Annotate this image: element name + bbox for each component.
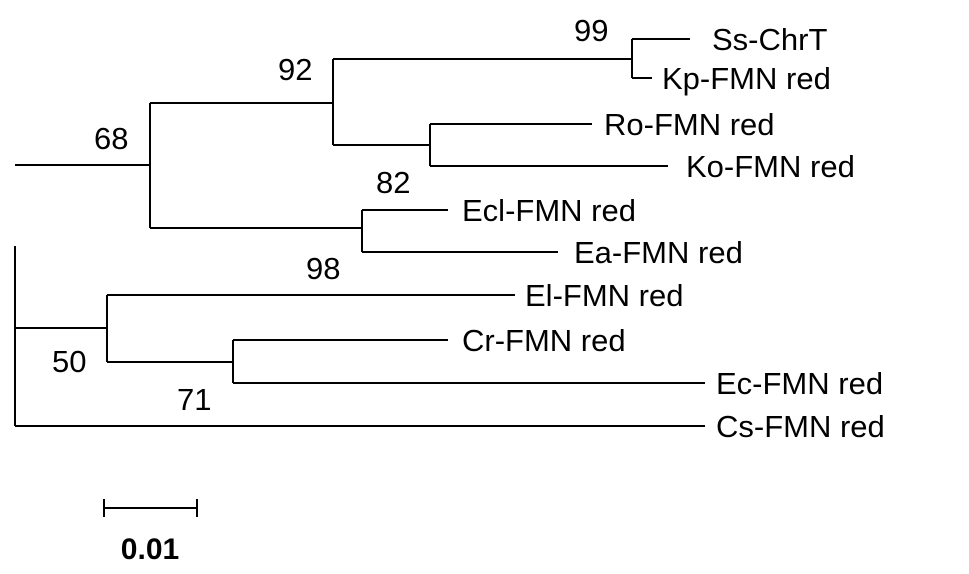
bootstrap-value-82: 82 (376, 165, 410, 200)
tree-branches (14, 38, 705, 427)
leaf-label-ro-fmn-red: Ro-FMN red (604, 107, 775, 142)
bootstrap-value-99: 99 (574, 13, 608, 48)
bootstrap-value-92: 92 (278, 52, 312, 87)
bootstrap-value-68: 68 (94, 121, 128, 156)
scale-bar-label: 0.01 (121, 533, 179, 566)
bootstrap-value-98: 98 (306, 251, 340, 286)
leaf-label-ecl-fmn-red: Ecl-FMN red (462, 193, 636, 228)
leaf-label-ea-fmn-red: Ea-FMN red (574, 235, 743, 270)
leaf-label-kp-fmn-red: Kp-FMN red (662, 61, 831, 96)
leaf-labels: Ss-ChrT Kp-FMN red Ro-FMN red Ko-FMN red… (462, 22, 885, 444)
bootstrap-value-71: 71 (177, 382, 211, 417)
scale-bar: 0.01 (103, 499, 198, 566)
bootstrap-labels: 99 92 68 82 98 50 71 (52, 13, 608, 417)
leaf-label-ec-fmn-red: Ec-FMN red (716, 366, 883, 401)
leaf-label-ss-chrt: Ss-ChrT (712, 22, 827, 57)
leaf-label-cs-fmn-red: Cs-FMN red (716, 409, 885, 444)
leaf-label-el-fmn-red: El-FMN red (525, 278, 683, 313)
leaf-label-cr-fmn-red: Cr-FMN red (462, 323, 626, 358)
bootstrap-value-50: 50 (52, 344, 86, 379)
leaf-label-ko-fmn-red: Ko-FMN red (686, 149, 855, 184)
